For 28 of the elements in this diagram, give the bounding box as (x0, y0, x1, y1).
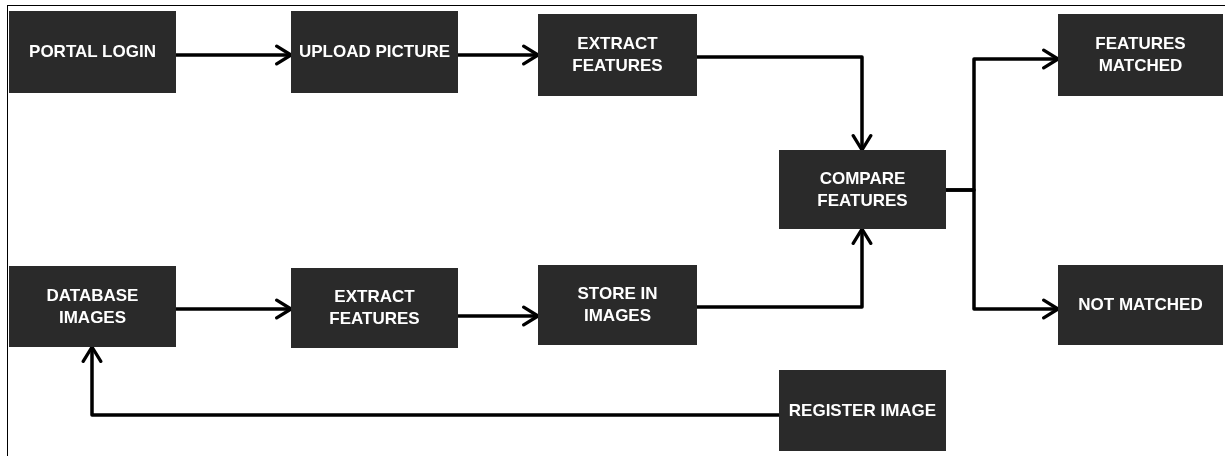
process-box (291, 11, 458, 93)
process-box (9, 266, 176, 347)
arrow (458, 44, 540, 66)
box-label: PORTAL LOGIN (29, 41, 156, 63)
process-box (779, 370, 946, 451)
process-box (779, 150, 946, 229)
process-box (9, 11, 176, 93)
process-box (1058, 265, 1223, 345)
process-box (291, 268, 458, 348)
box-label: STORE IN IMAGES (576, 283, 659, 327)
arrow (176, 298, 293, 320)
process-box (538, 265, 697, 345)
process-box (1058, 14, 1223, 96)
process-box (538, 14, 697, 96)
arrow (697, 55, 873, 152)
arrow (697, 227, 873, 309)
box-label: DATABASE IMAGES (45, 284, 140, 329)
box-label: COMPARE FEATURES (816, 167, 909, 212)
arrow (946, 188, 1060, 320)
box-label: REGISTER IMAGE (788, 399, 937, 422)
box-label: FEATURES MATCHED (1094, 33, 1187, 77)
box-label: EXTRACT FEATURES (328, 286, 421, 330)
arrow (81, 345, 779, 417)
box-label: UPLOAD PICTURE (298, 41, 451, 63)
arrow (458, 305, 540, 327)
box-label: NOT MATCHED (1078, 294, 1203, 316)
arrow (176, 44, 293, 66)
box-label: EXTRACT FEATURES (571, 33, 664, 77)
